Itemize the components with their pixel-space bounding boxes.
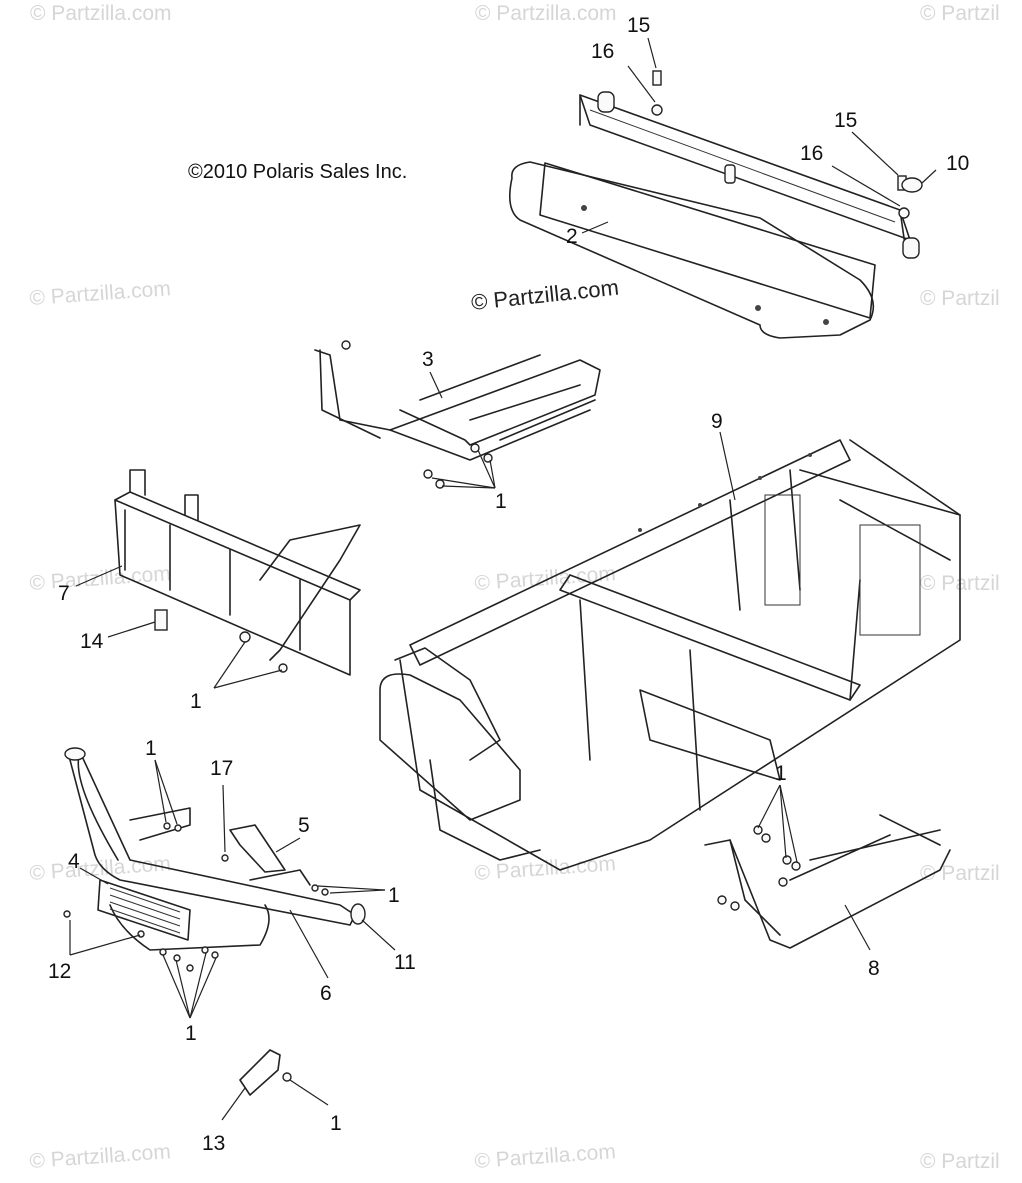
callout-1-bumper-top: 1 (145, 737, 157, 760)
fasteners (63, 822, 329, 972)
callout-15-top: 15 (627, 14, 650, 37)
callout-10: 10 (946, 152, 969, 175)
watermark-bottom-center: © Partzilla.com (474, 1140, 617, 1173)
callout-17: 17 (210, 757, 233, 780)
watermark-bottom-right: © Partzil (920, 1150, 1000, 1173)
watermark-center: © Partzilla.com (474, 562, 617, 595)
watermark-mid-right: © Partzil (920, 287, 1000, 310)
callout-1-bracket: 1 (330, 1112, 342, 1135)
small-bracket (239, 1049, 292, 1096)
callout-7: 7 (58, 582, 70, 605)
callout-1-rear: 1 (775, 762, 787, 785)
seat-frame (314, 340, 601, 489)
leader-lines (69, 37, 937, 1121)
callout-13: 13 (202, 1132, 225, 1155)
grille-plate (97, 879, 191, 941)
watermark-center-left: © Partzilla.com (29, 562, 172, 595)
callout-labels: 15 16 15 16 10 2 3 1 9 7 14 1 1 17 5 4 1… (48, 14, 969, 1155)
watermark-bottom-left: © Partzilla.com (29, 1140, 172, 1173)
callout-3: 3 (422, 348, 434, 371)
watermarks: © Partzilla.com © Partzilla.com © Partzi… (29, 2, 1000, 1173)
front-bumper (64, 747, 366, 951)
callout-1-seat: 1 (495, 490, 507, 513)
front-frame-section (114, 469, 361, 676)
callout-1-bumper-right: 1 (388, 884, 400, 907)
callout-8: 8 (868, 957, 880, 980)
watermark-lower-right: © Partzil (920, 862, 1000, 885)
callout-12: 12 (48, 960, 71, 983)
callout-6: 6 (320, 982, 332, 1005)
callout-9: 9 (711, 410, 723, 433)
copyright-notice: ©2010 Polaris Sales Inc. (188, 161, 407, 183)
callout-5: 5 (298, 814, 310, 837)
bumper-bracket (229, 824, 286, 873)
rear-frame-section (704, 814, 951, 949)
main-chassis-frame (379, 439, 961, 871)
watermark-top-right: © Partzil (920, 2, 1000, 25)
watermark-main: © Partzilla.com (470, 275, 620, 315)
watermark-mid-left: © Partzilla.com (29, 277, 172, 310)
callout-2: 2 (566, 225, 578, 248)
callout-16-top: 16 (591, 40, 614, 63)
callout-15-right: 15 (834, 109, 857, 132)
watermark-top-center: © Partzilla.com (475, 2, 617, 25)
callout-4: 4 (68, 850, 80, 873)
watermark-top-left: © Partzilla.com (30, 2, 172, 25)
hardware-top (651, 70, 923, 219)
callout-1-front-frame: 1 (190, 690, 202, 713)
callout-11: 11 (394, 951, 416, 974)
callout-1-bumper-bottom: 1 (185, 1022, 197, 1045)
callout-16-right: 16 (800, 142, 823, 165)
callout-14: 14 (80, 630, 104, 653)
